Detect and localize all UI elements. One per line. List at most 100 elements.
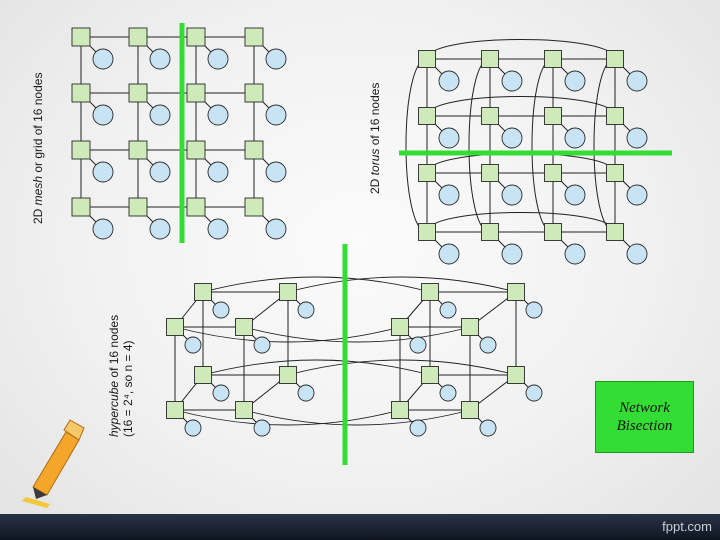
switch-node	[461, 318, 479, 336]
switch-node	[186, 27, 206, 47]
switch-node	[606, 50, 624, 68]
highlighter-stroke	[22, 497, 50, 508]
compute-node	[439, 384, 457, 402]
compute-node	[149, 218, 171, 240]
switch-node	[166, 401, 184, 419]
compute-node	[207, 161, 229, 183]
torus-wrap-row	[426, 153, 616, 174]
switch-node	[421, 366, 439, 384]
switch-node	[71, 83, 91, 103]
switch-node	[194, 283, 212, 301]
compute-node	[626, 70, 648, 92]
compute-node	[564, 243, 586, 265]
switch-node	[606, 107, 624, 125]
compute-node	[297, 301, 315, 319]
switch-node	[186, 197, 206, 217]
compute-node	[184, 419, 202, 437]
footer-brand: fppt.com	[662, 519, 712, 534]
switch-node	[186, 140, 206, 160]
switch-node	[418, 223, 436, 241]
compute-node	[92, 161, 114, 183]
switch-node	[418, 164, 436, 182]
switch-node	[128, 197, 148, 217]
highlighter-icon	[22, 419, 85, 508]
torus-wrap-column	[468, 58, 491, 233]
hypercube-cross-link	[202, 276, 431, 293]
switch-node	[128, 140, 148, 160]
switch-node	[244, 27, 264, 47]
compute-node	[92, 104, 114, 126]
switch-node	[481, 107, 499, 125]
switch-node	[128, 83, 148, 103]
highlighter-tip	[33, 487, 47, 499]
footer-bar: fppt.com	[0, 514, 720, 540]
mesh-label: 2D mesh or grid of 16 nodes	[31, 72, 45, 224]
compute-node	[439, 301, 457, 319]
network-bisection-box: Network Bisection	[595, 381, 694, 453]
compute-node	[212, 301, 230, 319]
switch-node	[606, 223, 624, 241]
switch-node	[391, 318, 409, 336]
compute-node	[525, 384, 543, 402]
highlighter-cap	[63, 419, 85, 441]
switch-node	[418, 50, 436, 68]
bisection-line1: Network	[619, 400, 670, 416]
compute-node	[149, 104, 171, 126]
torus-wrap-column	[531, 58, 554, 233]
mesh-diagram	[71, 27, 287, 240]
hypercube-cross-link	[287, 276, 517, 293]
compute-node	[92, 48, 114, 70]
switch-node	[235, 401, 253, 419]
switch-node	[71, 140, 91, 160]
switch-node	[279, 366, 297, 384]
highlighter-body	[32, 431, 80, 496]
switch-node	[544, 223, 562, 241]
bisection-lines	[179, 23, 672, 465]
hypercube-cross-link	[287, 359, 517, 376]
switch-node	[128, 27, 148, 47]
switch-node	[544, 50, 562, 68]
compute-node	[438, 184, 460, 206]
compute-node	[501, 127, 523, 149]
compute-node	[626, 243, 648, 265]
compute-node	[184, 336, 202, 354]
compute-node	[265, 48, 287, 70]
hypercube-cross-link	[243, 326, 471, 343]
compute-node	[207, 218, 229, 240]
switch-node	[481, 164, 499, 182]
compute-node	[265, 218, 287, 240]
bisection-line2: Bisection	[616, 418, 673, 434]
hypercube-cross-link	[243, 409, 471, 426]
compute-node	[626, 127, 648, 149]
switch-node	[421, 283, 439, 301]
switch-node	[194, 366, 212, 384]
compute-node	[564, 184, 586, 206]
compute-node	[409, 336, 427, 354]
compute-node	[297, 384, 315, 402]
compute-node	[409, 419, 427, 437]
switch-node	[71, 27, 91, 47]
switch-node	[186, 83, 206, 103]
switch-node	[391, 401, 409, 419]
switch-node	[606, 164, 624, 182]
compute-node	[265, 104, 287, 126]
switch-node	[166, 318, 184, 336]
switch-node	[481, 223, 499, 241]
compute-node	[479, 336, 497, 354]
switch-node	[244, 140, 264, 160]
hypercube-diagram	[166, 276, 543, 437]
torus-diagram	[405, 39, 648, 265]
torus-wrap-column	[405, 58, 428, 233]
compute-node	[149, 161, 171, 183]
compute-node	[253, 419, 271, 437]
torus-wrap-row	[426, 212, 616, 233]
compute-node	[501, 184, 523, 206]
switch-node	[544, 164, 562, 182]
hypercube-cross-link	[174, 409, 401, 426]
compute-node	[501, 243, 523, 265]
switch-node	[507, 366, 525, 384]
switch-node	[244, 83, 264, 103]
hypercube-label: hypercube of 16 nodes(16 = 2⁴, so n = 4)	[107, 314, 135, 437]
switch-node	[279, 283, 297, 301]
compute-node	[207, 48, 229, 70]
